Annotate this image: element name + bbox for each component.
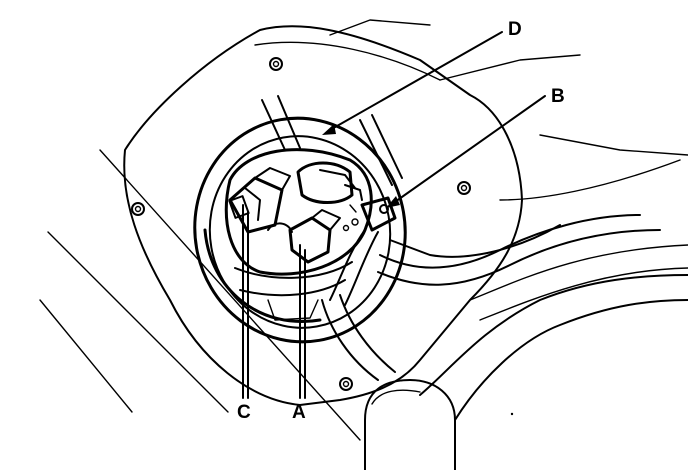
leader-arrow-d	[322, 124, 336, 135]
panel-screw-icons	[131, 57, 471, 391]
leader-lines	[242, 31, 546, 399]
screw-icon	[457, 181, 471, 195]
screw-icon	[339, 377, 353, 391]
callout-label-c: C	[237, 402, 251, 423]
panel-edge-lines	[39, 149, 361, 441]
callout-label-a: A	[292, 402, 306, 423]
leader-line-b	[391, 95, 546, 205]
leader-arrow-b	[386, 196, 400, 208]
pump-flange	[193, 116, 407, 344]
fuel-lines	[377, 134, 688, 321]
connector-c-part	[228, 167, 291, 234]
return-hose	[321, 294, 396, 381]
screw-icon	[131, 202, 145, 216]
leader-line-d	[329, 31, 503, 131]
speck-mark	[510, 412, 514, 416]
bracket-b-part	[329, 196, 397, 306]
connector-a-part	[267, 209, 341, 264]
fuel-hose	[261, 95, 403, 186]
connector-d-part	[296, 161, 363, 204]
screw-icon	[269, 57, 283, 71]
callout-label-d: D	[508, 19, 522, 40]
callout-label-b: B	[551, 86, 565, 107]
filler-duct	[364, 274, 688, 470]
access-panel	[123, 19, 581, 406]
